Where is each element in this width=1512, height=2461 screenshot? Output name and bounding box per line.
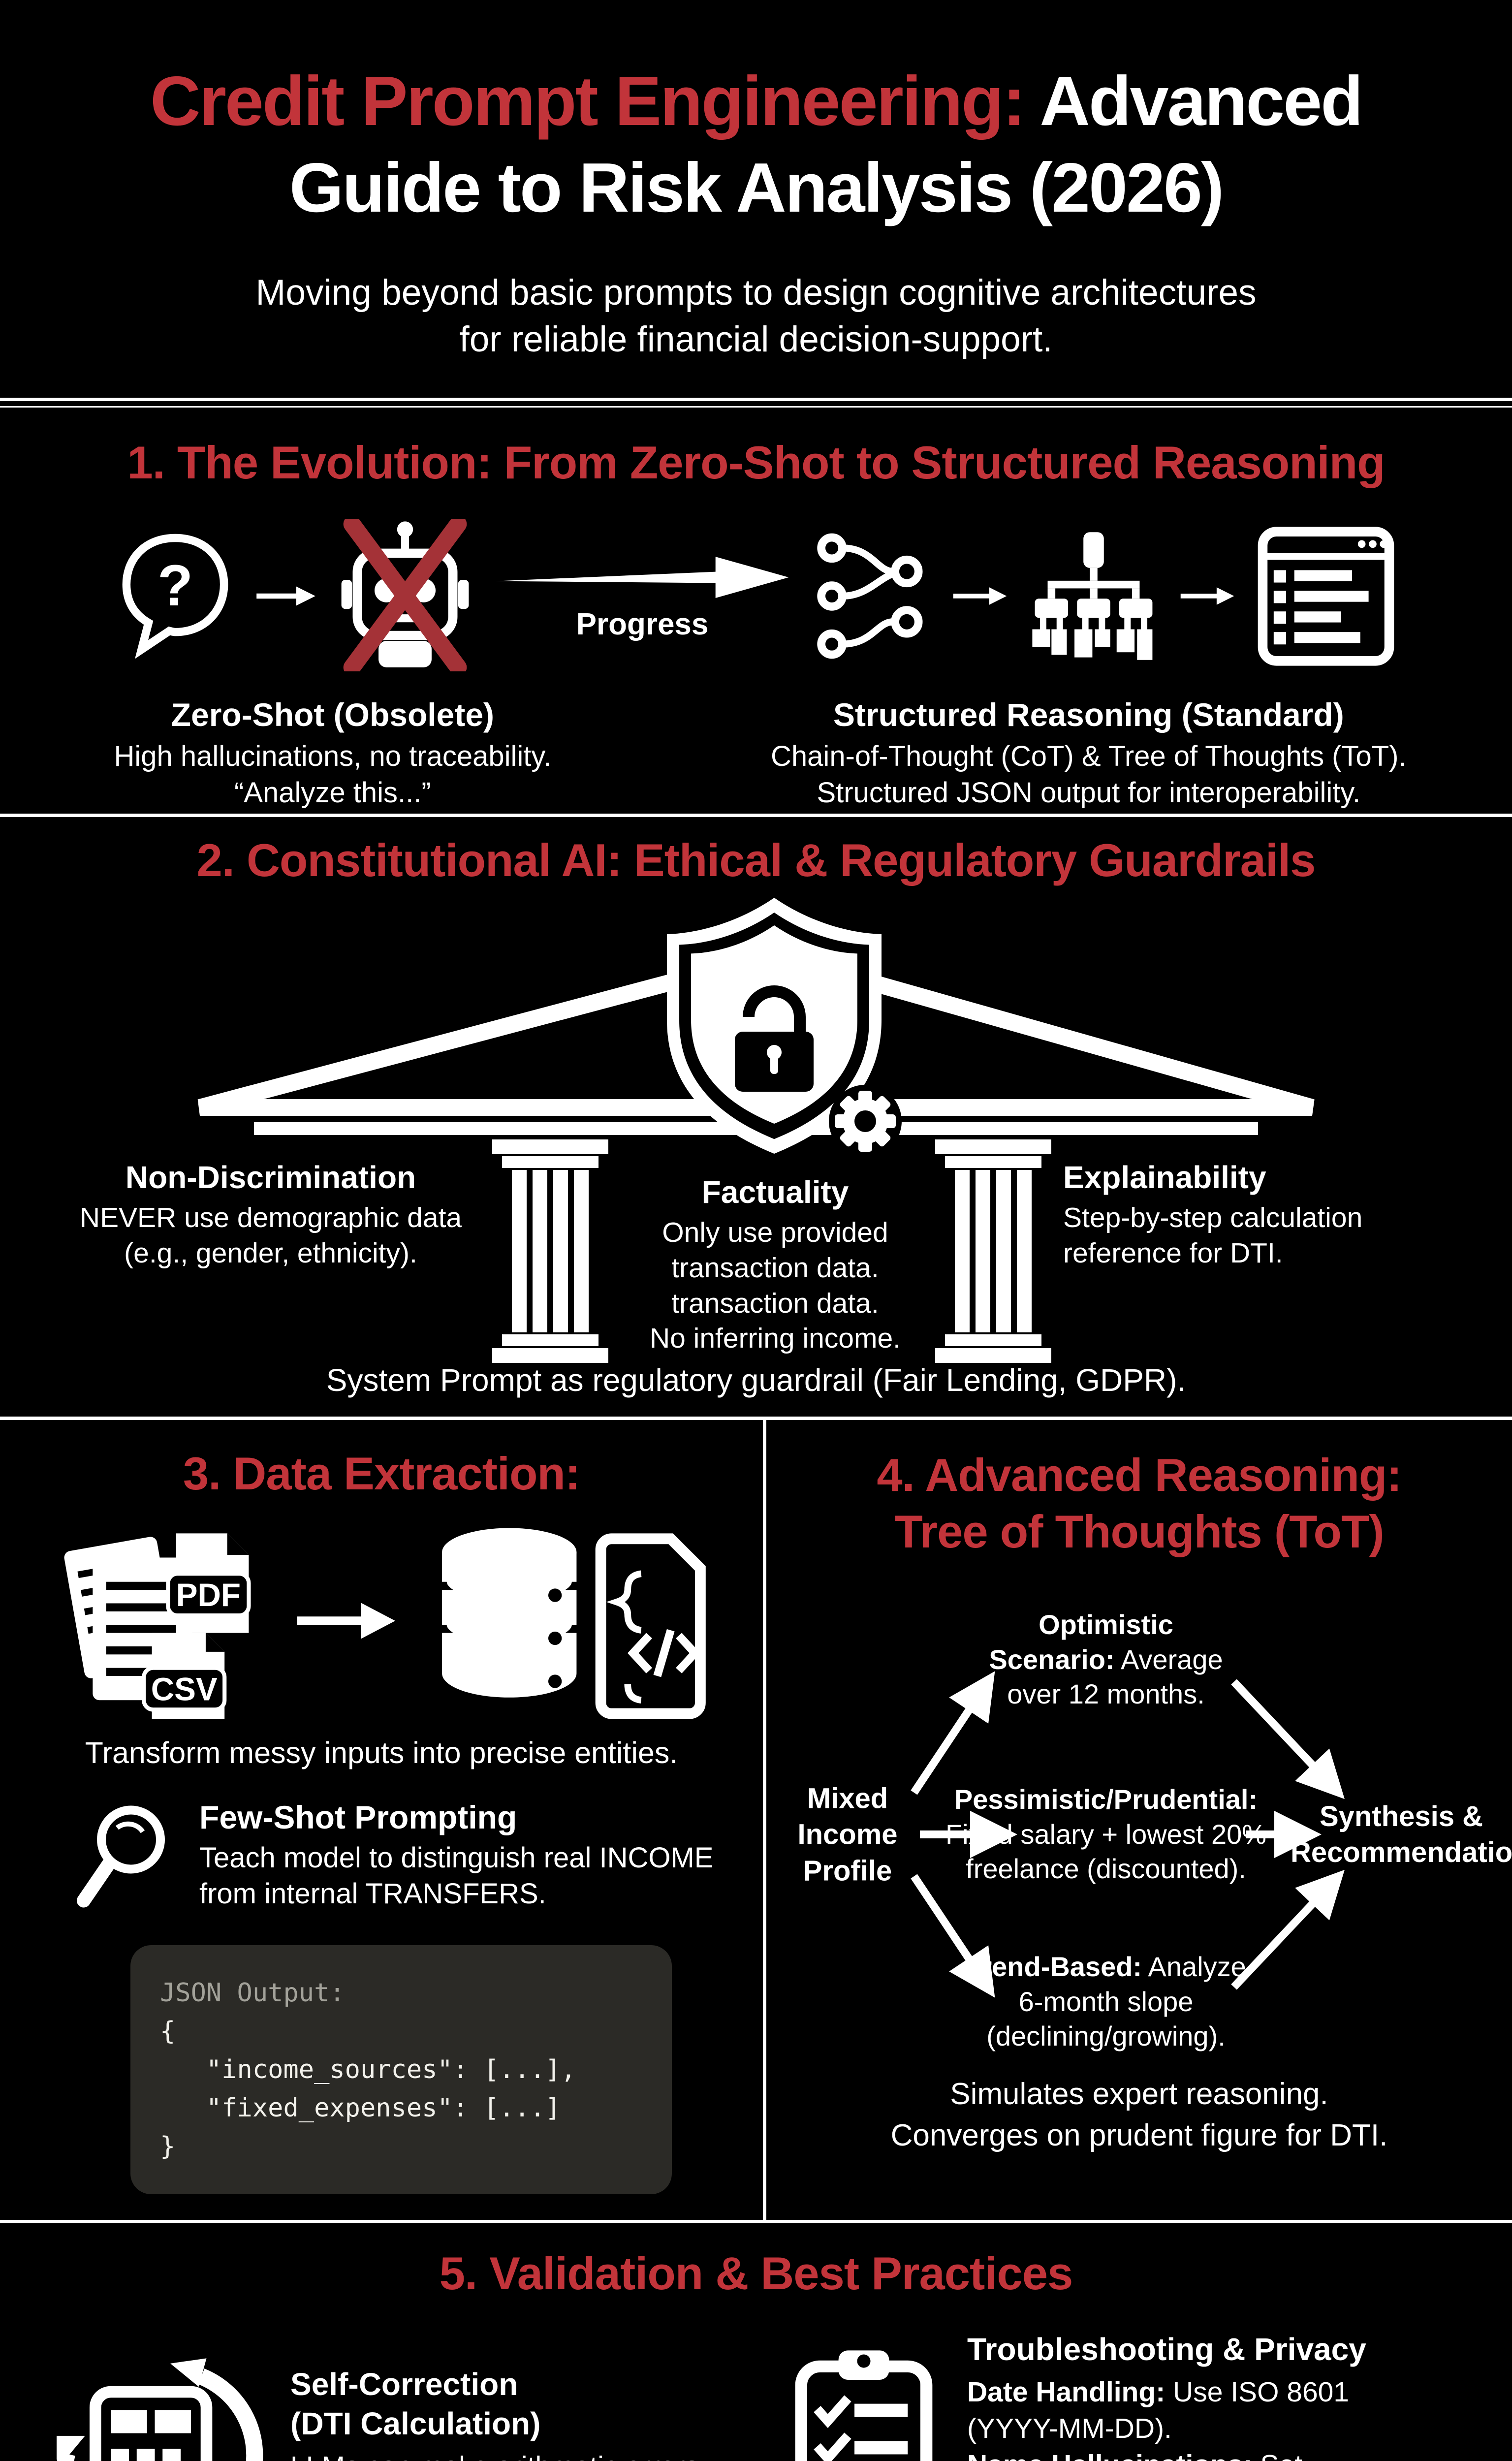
tot-caption: Simulates expert reasoning. Converges on… bbox=[890, 2077, 1388, 2153]
title-red-part: Credit Prompt Engineering: bbox=[150, 62, 1026, 140]
validation-row: Self-Correction (DTI Calculation) LLMs c… bbox=[0, 2330, 1512, 2461]
arrow-icon bbox=[953, 587, 1007, 605]
header: Credit Prompt Engineering: Advanced Guid… bbox=[0, 0, 1512, 398]
vertical-divider bbox=[763, 1420, 766, 2220]
middle-row: 3. Data Extraction: PDF CSV bbox=[0, 1420, 1512, 2220]
temple-graphic: Non-Discrimination NEVER use demographic… bbox=[0, 891, 1512, 1376]
section2-heading: 2. Constitutional AI: Ethical & Regulato… bbox=[196, 834, 1316, 886]
troubleshooting-title: Troubleshooting & Privacy bbox=[967, 2332, 1366, 2367]
explainability-block: Explainability Step-by-step calculation … bbox=[1063, 1159, 1467, 1271]
arrow-icon bbox=[256, 586, 315, 606]
non-discrimination-block: Non-Discrimination NEVER use demographic… bbox=[59, 1159, 482, 1271]
section-data-extraction: 3. Data Extraction: PDF CSV bbox=[0, 1420, 763, 2220]
branch-flow-icon bbox=[817, 533, 923, 659]
database-icon bbox=[437, 1528, 581, 1698]
temple-shield-icon bbox=[197, 898, 1315, 1363]
question-mark-glyph: ? bbox=[158, 553, 193, 618]
pillar-icon bbox=[935, 1139, 1051, 1363]
zero-shot-title: Zero-Shot (Obsolete) bbox=[171, 696, 494, 733]
progress-arrow-block: Progress bbox=[492, 551, 792, 642]
robot-obsolete-icon bbox=[339, 515, 472, 676]
lock-shackle bbox=[743, 985, 806, 1034]
tip-date-handling: Date Handling: Use ISO 8601 (YYYY-MM-DD)… bbox=[967, 2376, 1350, 2445]
red-cross-icon bbox=[343, 515, 467, 676]
section4-heading: 4. Advanced Reasoning: Tree of Thoughts … bbox=[877, 1449, 1402, 1557]
tot-arrows bbox=[911, 1671, 1345, 1998]
node-pessimistic: Pessimistic/Prudential: Fixed salary + l… bbox=[945, 1784, 1267, 1885]
arrow-icon bbox=[297, 1603, 395, 1639]
page-subtitle: Moving beyond basic prompts to design co… bbox=[255, 273, 1257, 360]
title-white-part: Advanced bbox=[1024, 62, 1363, 140]
node-trend-based: Trend-Based: Analyze 6-month slope (decl… bbox=[966, 1951, 1246, 2052]
section-validation: 5. Validation & Best Practices bbox=[0, 2223, 1512, 2461]
section3-heading: 3. Data Extraction: bbox=[183, 1448, 580, 1499]
evolution-texts: Zero-Shot (Obsolete) High hallucinations… bbox=[0, 696, 1512, 811]
code-window-icon bbox=[1258, 526, 1394, 666]
extraction-caption: Transform messy inputs into precise enti… bbox=[85, 1736, 678, 1769]
factuality-block: Factuality Only use provided transaction… bbox=[630, 1174, 920, 1357]
robot-icon bbox=[341, 515, 469, 676]
code-label: JSON Output: bbox=[160, 1978, 345, 2008]
page-title: Credit Prompt Engineering: Advanced Guid… bbox=[0, 58, 1512, 231]
structured-reasoning-title: Structured Reasoning (Standard) bbox=[833, 696, 1344, 733]
extraction-icons-row: PDF CSV bbox=[0, 1520, 763, 1722]
clipboard-checklist-icon bbox=[795, 2350, 933, 2461]
divider bbox=[0, 2220, 1512, 2223]
section5-heading: 5. Validation & Best Practices bbox=[439, 2247, 1073, 2299]
divider-double bbox=[0, 398, 1512, 408]
database-code-icon bbox=[437, 1528, 706, 1719]
fewshot-block: Few-Shot Prompting Teach model to distin… bbox=[0, 1798, 763, 1912]
gear-icon bbox=[829, 1085, 902, 1158]
self-correction-block: Self-Correction (DTI Calculation) LLMs c… bbox=[0, 2330, 760, 2461]
section-evolution: 1. The Evolution: From Zero-Shot to Stru… bbox=[0, 408, 1512, 814]
evolution-icons-row: ? Progress bbox=[0, 515, 1512, 677]
fewshot-text: Few-Shot Prompting Teach model to distin… bbox=[199, 1798, 741, 1912]
structured-reasoning-block: Structured Reasoning (Standard) Chain-of… bbox=[665, 696, 1512, 811]
progress-arrow-icon bbox=[496, 556, 789, 598]
node-mixed-income: Mixed Income Profile bbox=[797, 1782, 898, 1887]
fewshot-title: Few-Shot Prompting bbox=[199, 1799, 517, 1835]
zero-shot-block: Zero-Shot (Obsolete) High hallucinations… bbox=[0, 696, 665, 811]
pdf-badge-label: PDF bbox=[176, 1577, 241, 1613]
progress-label: Progress bbox=[576, 607, 709, 641]
calculator-refresh-icon bbox=[57, 2358, 263, 2461]
section1-heading: 1. The Evolution: From Zero-Shot to Stru… bbox=[127, 437, 1385, 488]
csv-badge bbox=[142, 1666, 227, 1712]
non-discrimination-title: Non-Discrimination bbox=[125, 1160, 416, 1195]
system-prompt-caption: System Prompt as regulatory guardrail (F… bbox=[326, 1362, 1186, 1398]
csv-badge-label: CSV bbox=[151, 1671, 218, 1707]
pillar-icon bbox=[492, 1139, 608, 1363]
explainability-title: Explainability bbox=[1063, 1160, 1266, 1195]
divider bbox=[0, 814, 1512, 817]
self-correction-text: Self-Correction (DTI Calculation) LLMs c… bbox=[290, 2365, 733, 2461]
code-file-icon bbox=[595, 1533, 706, 1719]
factuality-title: Factuality bbox=[701, 1174, 849, 1210]
troubleshooting-block: Troubleshooting & Privacy Date Handling:… bbox=[760, 2330, 1512, 2461]
shield-lock-icon bbox=[667, 898, 882, 1154]
tot-diagram: Mixed Income Profile Optimistic Scenario… bbox=[766, 1603, 1512, 2066]
arrow-icon bbox=[1180, 587, 1234, 605]
node-optimistic: Optimistic Scenario: Average over 12 mon… bbox=[989, 1609, 1223, 1710]
section-tree-of-thoughts: 4. Advanced Reasoning: Tree of Thoughts … bbox=[766, 1420, 1512, 2220]
documents-stack-icon: PDF CSV bbox=[64, 1533, 251, 1719]
title-line1: Credit Prompt Engineering: Advanced bbox=[0, 58, 1512, 145]
title-line2: Guide to Risk Analysis (2026) bbox=[289, 149, 1224, 227]
tree-diagram-icon bbox=[1032, 532, 1153, 660]
troubleshooting-text: Troubleshooting & Privacy Date Handling:… bbox=[967, 2330, 1440, 2461]
tip-name-hallucinations: Name Hallucinations: Set temperature to … bbox=[967, 2447, 1440, 2461]
magnifier-icon bbox=[77, 1805, 165, 1908]
node-synthesis: Synthesis & Recommendation bbox=[1291, 1800, 1512, 1869]
pdf-badge bbox=[166, 1572, 251, 1618]
self-correction-title: Self-Correction (DTI Calculation) bbox=[290, 2366, 541, 2442]
divider bbox=[0, 1417, 1512, 1420]
section-constitutional-ai: 2. Constitutional AI: Ethical & Regulato… bbox=[0, 817, 1512, 1417]
question-bubble-icon: ? bbox=[122, 534, 228, 659]
json-code-block: JSON Output: { "income_sources": [...], … bbox=[130, 1945, 672, 2195]
